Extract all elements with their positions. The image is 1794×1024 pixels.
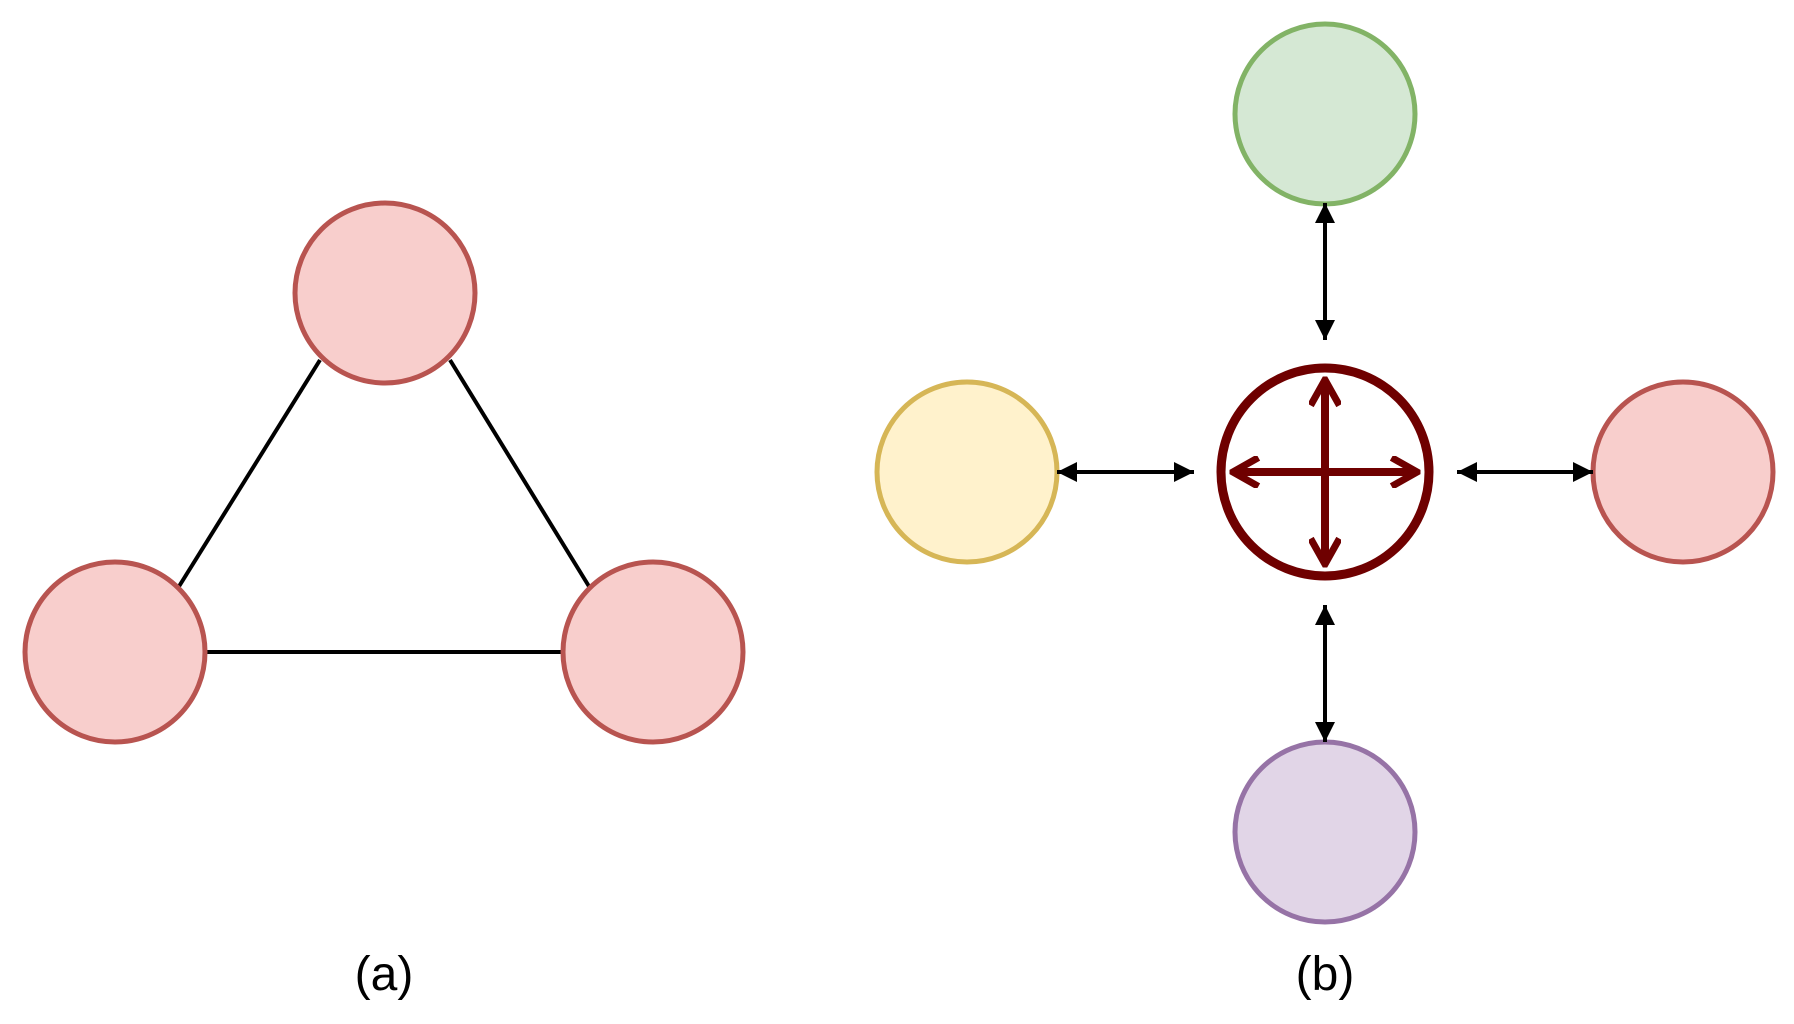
caption-b: (b) (1296, 948, 1355, 1001)
node-b-bottom (1232, 739, 1418, 925)
node-b-left (874, 379, 1060, 565)
node-a-right (560, 559, 746, 745)
node-b-right (1590, 379, 1776, 565)
node-a-left (22, 559, 208, 745)
panel-a: (a) (22, 200, 746, 1001)
panel-b: (b) (874, 21, 1776, 1001)
edge-top-left (176, 358, 322, 590)
router-icon (1216, 363, 1434, 581)
edge-top-right (448, 358, 592, 590)
caption-a: (a) (355, 948, 414, 1001)
node-b-top (1232, 21, 1418, 207)
node-a-top (292, 200, 478, 386)
